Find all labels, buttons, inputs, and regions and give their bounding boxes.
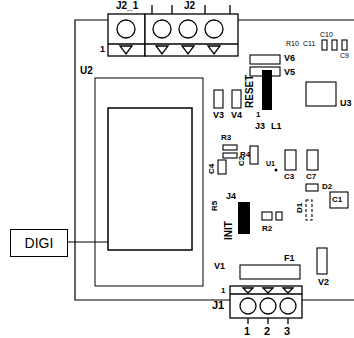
connector-label: 1 [244,326,250,337]
component-label: C11 [303,40,315,47]
component-label: 1 [256,111,260,119]
component-label: J4 [226,192,236,201]
component-label: 1 [100,45,105,54]
component-label: R2 [262,225,272,233]
connector-label: J2_1 [116,1,138,11]
connector-label: RESET [245,75,255,108]
board-outline [75,20,354,300]
component-label: C4 [208,164,216,174]
component-label: R10 [286,40,299,47]
component-label: V5 [284,68,295,77]
component-label: F1 [284,254,295,263]
callout-text: DIGI [25,236,54,250]
component-label: 1 [221,287,225,295]
component-label: U3 [340,99,352,108]
component-label: C9 [340,52,349,59]
component-label: C7 [306,173,316,181]
component-label: C2 [238,156,246,166]
connector-label: INIT [224,221,234,240]
component-label: V6 [284,54,295,63]
component-label: D2 [322,183,332,191]
component-label: R3 [221,134,231,142]
components [214,40,348,279]
component-label: L1 [271,122,282,131]
component-label: V3 [213,111,224,120]
component-label: R5 [211,201,219,211]
digi-module [108,108,192,250]
component-label: C3 [284,173,294,181]
component-label: J3 [255,122,265,131]
component-label: C10 [320,31,333,38]
component-label: D1 [296,203,304,213]
component-label: U1 [266,160,275,167]
connector-label: J2 [184,1,195,11]
callout-box: DIGI [10,229,68,257]
leader-line [68,241,108,242]
connector-label: U2 [80,66,93,76]
connector-label: 2 [264,326,270,337]
component-label: V4 [231,111,242,120]
component-label: V2 [318,278,329,287]
u2-outline [95,78,203,286]
component-label: C1 [332,196,342,204]
jumpers [238,70,278,234]
component-label: V1 [214,262,225,271]
connector-label: J1 [212,300,224,311]
terminal-block-j1 [230,286,302,324]
connector-label: 3 [284,326,290,337]
terminal-blocks-top [108,5,238,56]
